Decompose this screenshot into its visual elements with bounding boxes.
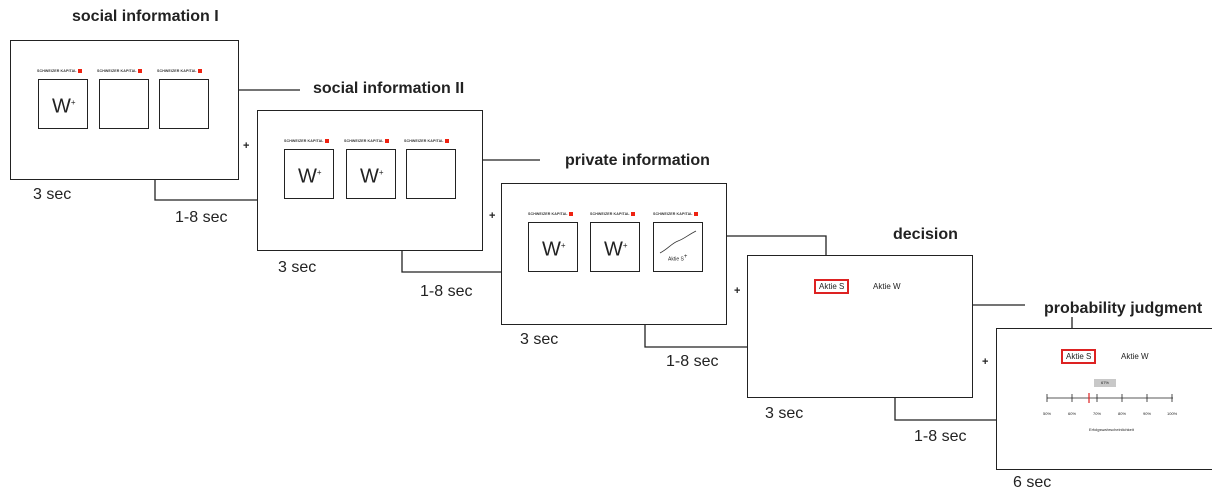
stock-card: W+ <box>346 149 396 199</box>
screen-social-information-1: SCHWEIZER KAPITAL SCHWEIZER KAPITAL SCHW… <box>10 40 239 180</box>
fixation-cross: + <box>982 356 989 368</box>
card-header: SCHWEIZER KAPITAL <box>653 212 698 217</box>
option-aktie-w: Aktie W <box>873 282 901 291</box>
probability-scale <box>1046 393 1173 403</box>
option-aktie-w: Aktie W <box>1121 352 1149 361</box>
card-header: SCHWEIZER KAPITAL <box>97 69 142 74</box>
stage-duration: 3 sec <box>520 331 559 348</box>
interval-duration: 1-8 sec <box>666 353 719 370</box>
interval-duration: 1-8 sec <box>420 283 473 300</box>
card-header: SCHWEIZER KAPITAL <box>344 139 389 144</box>
screen-decision: Aktie S Aktie W <box>747 255 973 398</box>
card-header: SCHWEIZER KAPITAL <box>528 212 573 217</box>
card-header: SCHWEIZER KAPITAL <box>284 139 329 144</box>
stage-title-decision: decision <box>893 226 958 243</box>
stock-card-private: Aktie S+ <box>653 222 703 272</box>
stage-duration: 3 sec <box>278 259 317 276</box>
stage-duration: 3 sec <box>765 405 804 422</box>
card-symbol: W+ <box>360 165 384 188</box>
option-aktie-s-selected: Aktie S <box>1061 349 1097 364</box>
screen-social-information-2: SCHWEIZER KAPITAL SCHWEIZER KAPITAL SCHW… <box>257 110 483 251</box>
interval-connector-3 <box>644 325 748 348</box>
scale-tick-label: 60% <box>1068 411 1077 416</box>
stage-title-private-information: private information <box>565 152 710 169</box>
interval-connector-1 <box>154 180 258 201</box>
scale-tick-label: 80% <box>1118 411 1127 416</box>
card-header: SCHWEIZER KAPITAL <box>37 69 82 74</box>
stock-card <box>99 79 149 129</box>
card-symbol: W+ <box>542 238 566 261</box>
judgment-value-badge: 67% <box>1094 379 1116 387</box>
interval-duration: 1-8 sec <box>914 428 967 445</box>
card-symbol: W+ <box>52 95 76 118</box>
fixation-cross: + <box>243 140 250 152</box>
private-stock-label: Aktie S+ <box>668 254 688 263</box>
card-header: SCHWEIZER KAPITAL <box>157 69 202 74</box>
stock-trend-icon <box>659 230 697 254</box>
card-header: SCHWEIZER KAPITAL <box>590 212 635 217</box>
screen-private-information: SCHWEIZER KAPITAL SCHWEIZER KAPITAL SCHW… <box>501 183 727 325</box>
stock-card: W+ <box>284 149 334 199</box>
card-symbol: W+ <box>604 238 628 261</box>
interval-connector-4 <box>894 398 997 421</box>
stock-card: W+ <box>590 222 640 272</box>
interval-duration: 1-8 sec <box>175 209 228 226</box>
title-connector-4 <box>726 235 827 255</box>
stage-duration: 6 sec <box>1013 474 1052 491</box>
stock-card: W+ <box>38 79 88 129</box>
stock-card: W+ <box>528 222 578 272</box>
fixation-cross: + <box>734 285 741 297</box>
option-aktie-s-selected: Aktie S <box>814 279 850 294</box>
stock-card <box>159 79 209 129</box>
card-header: SCHWEIZER KAPITAL <box>404 139 449 144</box>
stage-title-social-information-2: social information II <box>313 80 465 97</box>
stock-card <box>406 149 456 199</box>
stage-title-probability-judgment: probability judgment <box>1044 300 1203 317</box>
screen-probability-judgment: Aktie S Aktie W 67% 50% 60% 70% 80% 90% … <box>996 328 1212 470</box>
scale-tick-label: 100% <box>1167 411 1178 416</box>
fixation-cross: + <box>489 210 496 222</box>
scale-tick-label: 90% <box>1143 411 1152 416</box>
scale-tick-label: 50% <box>1043 411 1052 416</box>
scale-tick-label: 70% <box>1093 411 1102 416</box>
stage-title-social-information-1: social information I <box>72 8 219 25</box>
stage-duration: 3 sec <box>33 186 72 203</box>
card-symbol: W+ <box>298 165 322 188</box>
interval-connector-2 <box>401 250 502 273</box>
scale-label: Erfolgswahrscheinlichkeit <box>1089 427 1134 432</box>
